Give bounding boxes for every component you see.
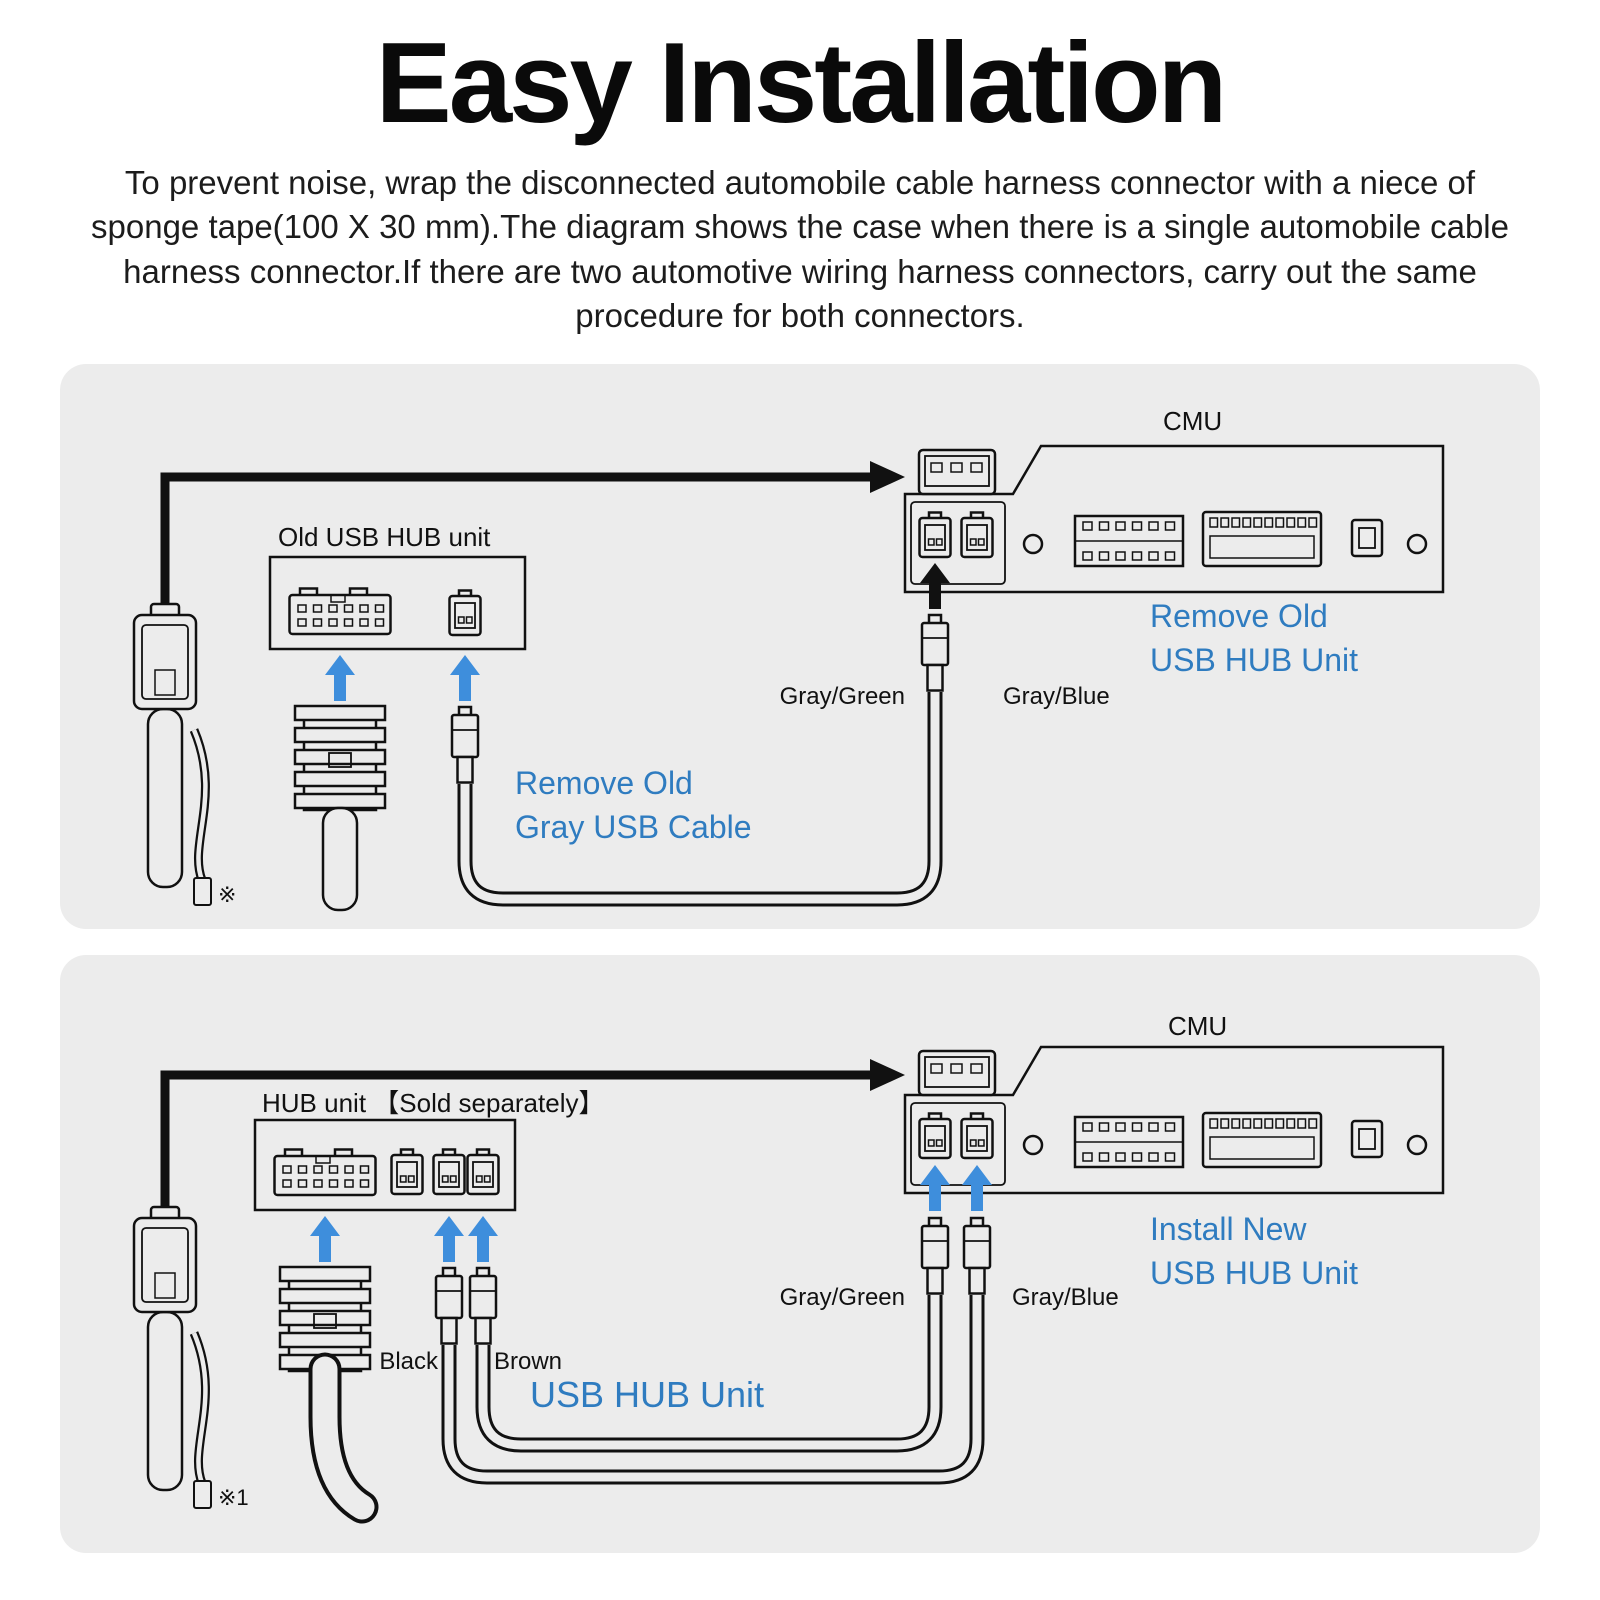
hub-wide-connector: [273, 1148, 377, 1197]
remove-diagram: CMU Old USB HUB unit ※ Gray/Green: [60, 406, 1540, 912]
brown-usb-cable-inner: [478, 1294, 940, 1450]
hub-usb-port-brown: [466, 1148, 500, 1196]
footnote-mark: ※: [218, 882, 236, 907]
install-new-hub-panel: CMU HUB unit 【Sold separately】: [60, 954, 1540, 1553]
clamp-cable-inner: [312, 1356, 375, 1520]
black-usb-cable-inner: [444, 1294, 982, 1482]
remove-cable-instruction-line1: Remove Old: [515, 765, 693, 801]
gray-green-label: Gray/Green: [780, 683, 905, 710]
gray-blue-label: Gray/Blue: [1012, 1284, 1119, 1311]
hub-side-plug: [450, 705, 480, 784]
intro-text: To prevent noise, wrap the disconnected …: [91, 164, 1509, 334]
remove-cable-instruction-line2: Gray USB Cable: [515, 809, 752, 845]
gray-green-label: Gray/Green: [780, 1284, 905, 1311]
hub-side-plug-black: [434, 1266, 464, 1345]
blue-up-arrow-icon: [468, 1215, 498, 1262]
footnote-mark: ※1: [218, 1485, 249, 1510]
hub-usb-port-black: [432, 1148, 466, 1196]
page-title: Easy Installation: [375, 20, 1228, 147]
install-hub-instruction-line1: Install New: [1150, 1211, 1307, 1247]
hub-side-plug-brown: [468, 1266, 498, 1345]
remove-old-hub-panel: CMU Old USB HUB unit ※ Gray/Green: [60, 363, 1540, 929]
hub-small-connector: [448, 589, 482, 637]
usb-hub-unit-label: USB HUB Unit: [530, 1374, 764, 1415]
harness-clamp: [293, 704, 387, 812]
automobile-harness-connector: [134, 604, 211, 905]
automobile-harness-connector: [134, 1207, 211, 1508]
hub-unit-label: HUB unit 【Sold separately】: [262, 1088, 604, 1118]
cmu-side-plug-green: [920, 1216, 950, 1295]
remove-hub-instruction-line2: USB HUB Unit: [1150, 642, 1358, 678]
cmu-label: CMU: [1163, 406, 1222, 436]
blue-up-arrow-icon: [325, 654, 355, 701]
blue-up-arrow-icon: [310, 1215, 340, 1262]
black-plug-label: Black: [379, 1348, 439, 1375]
remove-hub-instruction-line1: Remove Old: [1150, 598, 1328, 634]
cmu-label: CMU: [1168, 1011, 1227, 1041]
gray-usb-cable-inner: [460, 691, 940, 904]
cmu-unit: [905, 1047, 1443, 1193]
cmu-unit: [905, 446, 1443, 592]
cmu-side-plug: [920, 613, 950, 692]
flow-arrow: [160, 460, 905, 608]
hub-small-connector: [390, 1148, 424, 1196]
gray-blue-label: Gray/Blue: [1003, 683, 1110, 710]
hub-unit-label: Old USB HUB unit: [278, 522, 491, 552]
install-hub-instruction-line2: USB HUB Unit: [1150, 1255, 1358, 1291]
cmu-side-plug-blue: [962, 1216, 992, 1295]
install-diagram: CMU HUB unit 【Sold separately】: [60, 1011, 1540, 1524]
brown-plug-label: Brown: [494, 1348, 562, 1375]
flow-arrow: [160, 1058, 905, 1211]
blue-up-arrow-icon: [434, 1215, 464, 1262]
hub-wide-connector: [288, 587, 392, 636]
clamp-cable: [321, 806, 359, 912]
blue-up-arrow-icon: [450, 654, 480, 701]
